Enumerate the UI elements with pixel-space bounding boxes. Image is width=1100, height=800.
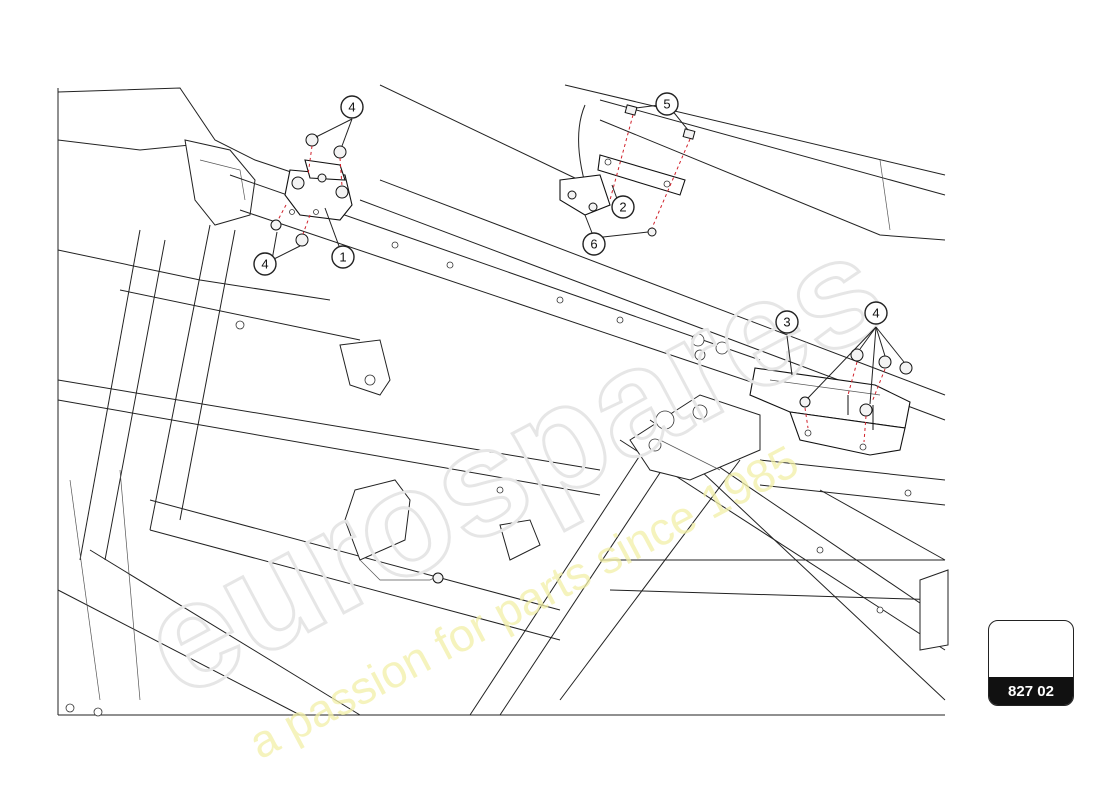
callout-5-label: 5 — [663, 97, 670, 112]
callout-6: 6 — [582, 232, 606, 256]
callout-2: 2 — [611, 195, 635, 219]
part-1-bracket — [284, 159, 353, 221]
part-5-nuts — [609, 104, 696, 229]
callout-3-label: 3 — [783, 315, 790, 330]
callout-4-top: 4 — [340, 95, 364, 119]
chassis-frame — [57, 84, 949, 717]
callout-2-label: 2 — [619, 200, 626, 215]
part-4-bolts-upper-left — [270, 133, 347, 247]
callout-1: 1 — [331, 245, 355, 269]
callout-4-left-label: 4 — [261, 257, 268, 272]
part-2-bracket — [559, 154, 686, 216]
part-4-bolts-right — [799, 348, 913, 443]
page-code-badge: 827 02 — [988, 620, 1074, 706]
callout-1-label: 1 — [339, 250, 346, 265]
callout-3: 3 — [775, 310, 799, 334]
part-6-screw — [647, 227, 657, 237]
callout-4-top-label: 4 — [348, 100, 355, 115]
callout-5: 5 — [655, 92, 679, 116]
page-code-label: 827 02 — [989, 677, 1073, 705]
callout-4-left: 4 — [253, 252, 277, 276]
callout-6-label: 6 — [590, 237, 597, 252]
callout-4-right-label: 4 — [872, 306, 879, 321]
callout-4-right: 4 — [864, 301, 888, 325]
